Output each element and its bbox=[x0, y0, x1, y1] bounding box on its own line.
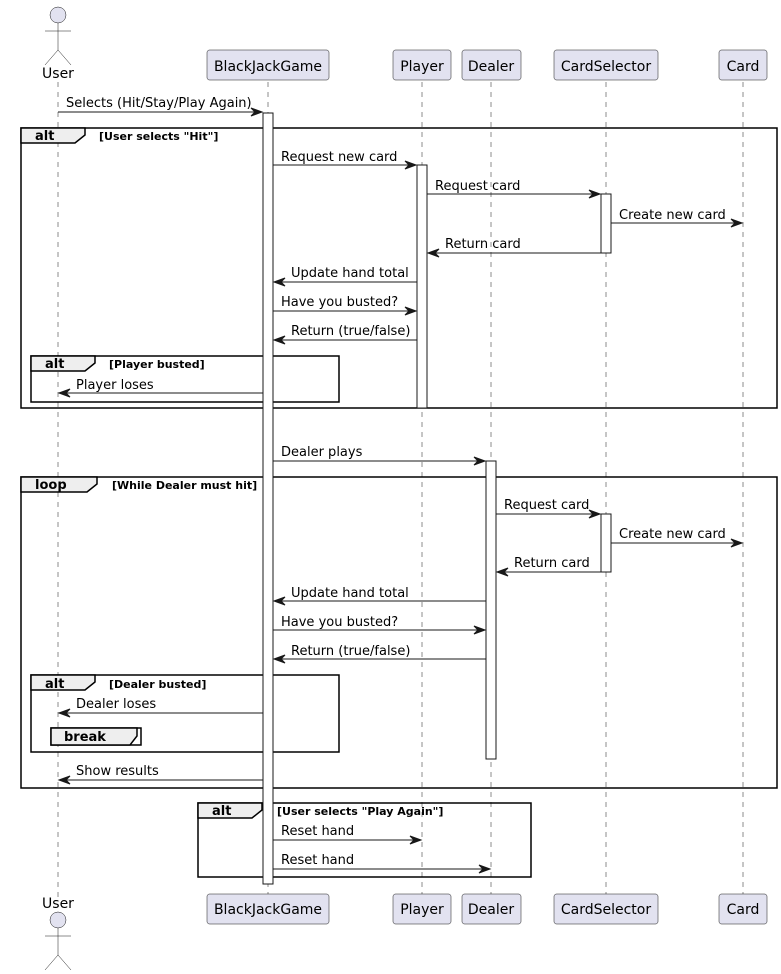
participant-selector-bottom: CardSelector bbox=[553, 893, 659, 925]
message-4: Return card bbox=[426, 237, 601, 258]
frame-alt-hit: alt [User selects "Hit"] bbox=[20, 127, 778, 409]
message-2-label: Request card bbox=[435, 179, 520, 194]
activation-selector-2 bbox=[600, 513, 612, 573]
participant-player-bottom: Player bbox=[392, 893, 452, 925]
participant-selector-bottom-label: CardSelector bbox=[561, 902, 652, 918]
frame-alt-play-again-kind: alt bbox=[212, 804, 231, 819]
message-0: Selects (Hit/Stay/Play Again) bbox=[58, 96, 264, 117]
message-8-label: Player loses bbox=[76, 378, 154, 393]
message-0-label: Selects (Hit/Stay/Play Again) bbox=[66, 96, 252, 111]
participant-player-top: Player bbox=[392, 49, 452, 81]
message-9: Dealer plays bbox=[273, 445, 487, 466]
message-3: Create new card bbox=[611, 208, 744, 228]
frame-alt-dealer-busted-kind: alt bbox=[45, 677, 64, 692]
frame-loop: loop [While Dealer must hit] bbox=[20, 476, 778, 789]
message-7: Return (true/false) bbox=[272, 324, 417, 345]
frame-alt-play-again-guard: [User selects "Play Again"] bbox=[277, 805, 443, 818]
frame-alt-dealer-busted: alt [Dealer busted] bbox=[30, 674, 340, 753]
activation-dealer bbox=[485, 460, 497, 760]
message-7-label: Return (true/false) bbox=[291, 324, 410, 339]
message-5: Update hand total bbox=[272, 266, 417, 287]
activation-game bbox=[262, 112, 274, 885]
frame-alt-hit-guard: [User selects "Hit"] bbox=[99, 130, 218, 143]
message-1: Request new card bbox=[273, 150, 418, 170]
frame-alt-player-busted: alt [Player busted] bbox=[30, 355, 340, 403]
participant-game-top: BlackJackGame bbox=[206, 49, 330, 81]
frame-alt-play-again: alt [User selects "Play Again"] bbox=[197, 802, 532, 878]
message-15: Return (true/false) bbox=[272, 644, 486, 664]
message-1-label: Request new card bbox=[281, 150, 397, 165]
participant-card-bottom-label: Card bbox=[727, 902, 760, 918]
participant-selector-top-label: CardSelector bbox=[561, 59, 652, 75]
frame-alt-player-busted-guard: [Player busted] bbox=[109, 358, 205, 371]
message-19: Reset hand bbox=[273, 853, 492, 874]
message-10-label: Request card bbox=[504, 498, 589, 513]
message-9-label: Dealer plays bbox=[281, 445, 363, 460]
participant-user-top: User bbox=[42, 6, 74, 82]
message-17: Show results bbox=[57, 764, 263, 785]
message-10: Request card bbox=[496, 498, 602, 519]
message-13-label: Update hand total bbox=[291, 586, 409, 601]
participant-user-bottom: User bbox=[42, 896, 74, 971]
message-6: Have you busted? bbox=[273, 295, 418, 316]
message-18-label: Reset hand bbox=[281, 824, 354, 839]
message-12: Return card bbox=[495, 556, 601, 577]
participant-dealer-bottom-label: Dealer bbox=[468, 902, 514, 918]
message-16-label: Dealer loses bbox=[76, 697, 156, 712]
message-5-label: Update hand total bbox=[291, 266, 409, 281]
activation-selector-1 bbox=[600, 193, 612, 254]
participant-dealer-top-label: Dealer bbox=[468, 59, 514, 75]
participant-dealer-top: Dealer bbox=[461, 49, 522, 81]
message-11: Create new card bbox=[611, 527, 744, 548]
message-17-label: Show results bbox=[76, 764, 159, 779]
message-14: Have you busted? bbox=[273, 615, 487, 635]
participant-game-top-label: BlackJackGame bbox=[214, 59, 322, 75]
message-15-label: Return (true/false) bbox=[291, 644, 410, 659]
frame-alt-hit-kind: alt bbox=[35, 129, 54, 144]
participant-user-top-label: User bbox=[42, 66, 74, 82]
message-4-label: Return card bbox=[445, 237, 521, 252]
message-14-label: Have you busted? bbox=[281, 615, 398, 630]
activations bbox=[262, 112, 612, 885]
message-16: Dealer loses bbox=[57, 697, 263, 718]
participant-player-top-label: Player bbox=[400, 59, 444, 75]
frame-alt-player-busted-kind: alt bbox=[45, 357, 64, 372]
frame-break-kind: break bbox=[64, 730, 106, 745]
participant-card-bottom: Card bbox=[718, 893, 768, 925]
participant-user-bottom-label: User bbox=[42, 896, 74, 912]
participant-game-bottom-label: BlackJackGame bbox=[214, 902, 322, 918]
frame-loop-kind: loop bbox=[35, 478, 67, 493]
participant-dealer-bottom: Dealer bbox=[461, 893, 522, 925]
frame-alt-dealer-busted-guard: [Dealer busted] bbox=[109, 678, 206, 691]
message-2: Request card bbox=[427, 179, 602, 199]
message-8: Player loses bbox=[57, 378, 263, 398]
message-13: Update hand total bbox=[272, 586, 486, 606]
participant-card-top-label: Card bbox=[727, 59, 760, 75]
activation-player bbox=[416, 164, 428, 409]
message-3-label: Create new card bbox=[619, 208, 726, 223]
message-19-label: Reset hand bbox=[281, 853, 354, 868]
participant-selector-top: CardSelector bbox=[553, 49, 659, 81]
message-12-label: Return card bbox=[514, 556, 590, 571]
participant-player-bottom-label: Player bbox=[400, 902, 444, 918]
participant-game-bottom: BlackJackGame bbox=[206, 893, 330, 925]
message-11-label: Create new card bbox=[619, 527, 726, 542]
message-18: Reset hand bbox=[273, 824, 423, 845]
frame-break: break bbox=[50, 727, 142, 746]
message-6-label: Have you busted? bbox=[281, 295, 398, 310]
participant-card-top: Card bbox=[718, 49, 768, 81]
frame-loop-guard: [While Dealer must hit] bbox=[112, 479, 257, 492]
